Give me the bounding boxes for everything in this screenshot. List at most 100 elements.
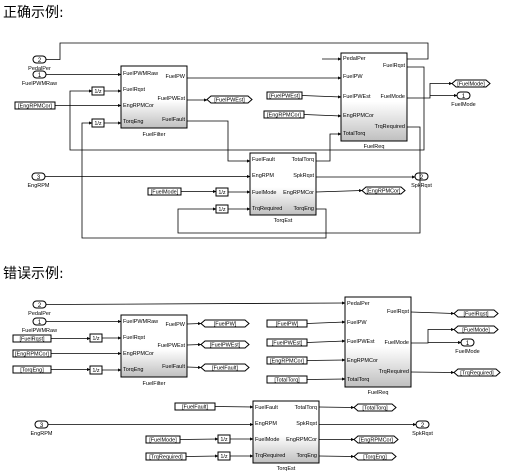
unit-delay-trq-required-wrong[interactable]: 1/z xyxy=(217,451,231,461)
inport-fuel-pwm-raw-wrong[interactable]: 1 FuelPWMRaw xyxy=(22,317,57,334)
svg-text:1/z: 1/z xyxy=(94,121,102,127)
unit-delay-trq-required[interactable]: 1/z xyxy=(215,204,229,214)
fuel-req-block-wrong[interactable]: PedalPer FuelPW FuelPWEst EngRPMCor Tota… xyxy=(344,296,412,396)
from-tag-fuel-pw-est-wrong[interactable]: [FuelPWEst] xyxy=(266,338,308,347)
svg-text:[FuelMode]: [FuelMode] xyxy=(462,328,490,334)
from-tag-fuel-fault-wrong[interactable]: [FuelFault] xyxy=(174,402,216,411)
svg-text:TorqEng: TorqEng xyxy=(294,206,315,212)
svg-text:[FuelRqst]: [FuelRqst] xyxy=(463,312,489,318)
svg-text:FuelFault: FuelFault xyxy=(252,157,275,163)
svg-text:2: 2 xyxy=(421,423,425,429)
unit-delay-fuel-rqst-wrong[interactable]: 1/z xyxy=(89,333,103,343)
outport-spk-rqst[interactable]: 2 SpkRqst xyxy=(411,172,432,189)
svg-text:[FuelPWEst]: [FuelPWEst] xyxy=(214,98,245,104)
goto-tag-eng-rpm-cor[interactable]: [EngRPMCor] xyxy=(361,186,406,195)
unit-delay-fuel-mode[interactable]: 1/z xyxy=(215,187,229,197)
svg-text:[FuelPWEst]: [FuelPWEst] xyxy=(272,341,303,347)
goto-tag-fuel-rqst-wrong[interactable]: [FuelRqst] xyxy=(453,309,499,318)
torq-est-block-wrong[interactable]: FuelFault EngRPM FuelMode TrqRequired To… xyxy=(252,400,320,472)
from-tag-fuel-mode-wrong[interactable]: [FuelMode] xyxy=(145,435,181,444)
inport-eng-rpm-wrong[interactable]: 3 EngRPM xyxy=(30,420,53,437)
heading-wrong-example: 错误示例: xyxy=(3,266,64,282)
svg-text:TorqEst: TorqEst xyxy=(277,466,296,472)
from-tag-fuel-pw-est[interactable]: [FuelPWEst] xyxy=(266,91,303,100)
fuel-filter-block[interactable]: FuelPWMRaw FuelRqst EngRPMCor TorqEng Fu… xyxy=(120,65,188,138)
svg-text:[FuelMode]: [FuelMode] xyxy=(149,438,177,444)
svg-text:FuelRqst: FuelRqst xyxy=(387,309,409,315)
from-tag-eng-rpm-cor-2[interactable]: [EngRPMCor] xyxy=(263,110,305,119)
from-tag-torq-eng-wrong[interactable]: [TorqEng] xyxy=(12,365,52,374)
svg-text:FuelPWMRaw: FuelPWMRaw xyxy=(22,328,57,334)
goto-tag-fuel-pw-est-wrong[interactable]: [FuelPWEst] xyxy=(200,340,250,349)
svg-text:TorqEst: TorqEst xyxy=(274,218,293,224)
svg-text:EngRPMCor: EngRPMCor xyxy=(123,351,154,357)
svg-text:FuelFault: FuelFault xyxy=(162,364,185,370)
svg-text:FuelPWMRaw: FuelPWMRaw xyxy=(123,71,158,77)
from-tag-total-torq-wrong[interactable]: [TotalTorq] xyxy=(266,375,308,384)
svg-text:[EngRPMCor]: [EngRPMCor] xyxy=(18,104,52,110)
inport-fuel-pwm-raw[interactable]: 1 FuelPWMRaw xyxy=(22,70,57,87)
goto-tag-fuel-mode[interactable]: [FuelMode] xyxy=(451,79,491,88)
svg-text:FuelPW: FuelPW xyxy=(165,74,185,80)
svg-text:EngRPMCor: EngRPMCor xyxy=(343,113,374,119)
svg-text:FuelRqst: FuelRqst xyxy=(123,335,145,341)
from-tag-eng-rpm-cor-2-wrong[interactable]: [EngRPMCor] xyxy=(266,356,308,365)
svg-text:FuelPW: FuelPW xyxy=(165,322,185,328)
svg-text:[FuelMode]: [FuelMode] xyxy=(151,190,179,196)
svg-text:PedalPer: PedalPer xyxy=(347,301,370,307)
svg-text:FuelMode: FuelMode xyxy=(385,340,409,346)
goto-tag-fuel-mode-wrong[interactable]: [FuelMode] xyxy=(453,325,499,334)
goto-tag-fuel-pw-wrong[interactable]: [FuelPW] xyxy=(200,319,250,328)
svg-text:1/z: 1/z xyxy=(94,89,102,95)
wrong-diagram: 2 PedalPer 1 FuelPWMRaw [FuelRqst] [EngR… xyxy=(12,296,501,472)
unit-delay-fuel-mode-wrong[interactable]: 1/z xyxy=(217,434,231,444)
svg-text:TotalTorq: TotalTorq xyxy=(347,377,369,383)
fuel-req-block[interactable]: PedalPer FuelPW FuelPWEst EngRPMCor Tota… xyxy=(340,52,408,150)
from-tag-fuel-pw-wrong[interactable]: [FuelPW] xyxy=(266,319,308,328)
svg-text:TotalTorq: TotalTorq xyxy=(292,157,314,163)
goto-tag-trq-required-wrong[interactable]: [TrqRequired] xyxy=(453,368,501,377)
inport-pedal-per[interactable]: 2 PedalPer xyxy=(28,55,51,72)
svg-text:EngRPM: EngRPM xyxy=(30,431,52,437)
outport-fuel-mode[interactable]: 1 FuelMode xyxy=(451,91,476,108)
unit-delay-torq-eng[interactable]: 1/z xyxy=(91,118,105,128)
inport-pedal-per-wrong[interactable]: 2 PedalPer xyxy=(28,300,51,317)
fuel-filter-block-wrong[interactable]: FuelPWMRaw FuelRqst EngRPMCor TorqEng Fu… xyxy=(120,314,188,387)
svg-text:PedalPer: PedalPer xyxy=(343,56,366,62)
svg-text:FuelRqst: FuelRqst xyxy=(123,87,145,93)
outport-spk-rqst-wrong[interactable]: 2 SpkRqst xyxy=(412,420,433,437)
goto-tag-torq-eng-wrong[interactable]: [TorqEng] xyxy=(353,452,397,461)
torq-est-block[interactable]: FuelFault EngRPM FuelMode TrqRequired To… xyxy=(249,152,317,224)
svg-text:1: 1 xyxy=(466,341,470,347)
svg-text:FuelFilter: FuelFilter xyxy=(143,132,166,138)
from-tag-fuel-mode[interactable]: [FuelMode] xyxy=(147,187,182,196)
svg-text:[FuelPWEst]: [FuelPWEst] xyxy=(210,343,241,349)
svg-text:EngRPM: EngRPM xyxy=(27,183,49,189)
svg-text:TrqRequired: TrqRequired xyxy=(255,453,285,459)
svg-text:FuelPWEst: FuelPWEst xyxy=(157,343,185,349)
svg-text:EngRPMCor: EngRPMCor xyxy=(286,437,317,443)
from-tag-eng-rpm-cor[interactable]: [EngRPMCor] xyxy=(14,101,56,110)
goto-tag-eng-rpm-cor-wrong[interactable]: [EngRPMCor] xyxy=(353,435,399,444)
svg-text:EngRPMCor: EngRPMCor xyxy=(283,190,314,196)
svg-text:FuelPWMRaw: FuelPWMRaw xyxy=(22,81,57,87)
goto-tag-fuel-pw-est[interactable]: [FuelPWEst] xyxy=(206,95,253,104)
svg-text:TrqRequired: TrqRequired xyxy=(252,206,282,212)
from-tag-eng-rpm-cor-wrong[interactable]: [EngRPMCor] xyxy=(12,349,52,358)
svg-text:[EngRPMCor]: [EngRPMCor] xyxy=(367,189,401,195)
from-tag-fuel-rqst-wrong[interactable]: [FuelRqst] xyxy=(12,334,52,343)
svg-text:[FuelPW]: [FuelPW] xyxy=(276,322,299,328)
goto-tag-total-torq-wrong[interactable]: [TotalTorq] xyxy=(353,403,397,412)
from-tag-trq-required-wrong[interactable]: [TrqRequired] xyxy=(145,452,187,461)
svg-text:FuelPW: FuelPW xyxy=(347,320,367,326)
svg-text:PedalPer: PedalPer xyxy=(28,66,51,72)
svg-text:FuelReq: FuelReq xyxy=(368,390,389,396)
svg-text:TrqRequired: TrqRequired xyxy=(375,124,405,130)
goto-tag-fuel-fault-wrong[interactable]: [FuelFault] xyxy=(200,363,250,372)
inport-eng-rpm[interactable]: 3 EngRPM xyxy=(27,172,50,189)
outport-fuel-mode-wrong[interactable]: 1 FuelMode xyxy=(455,338,480,355)
unit-delay-torq-eng-wrong[interactable]: 1/z xyxy=(89,365,103,375)
svg-text:[EngRPMCor]: [EngRPMCor] xyxy=(359,438,393,444)
svg-text:[TotalTorq]: [TotalTorq] xyxy=(274,378,300,384)
unit-delay-fuel-rqst[interactable]: 1/z xyxy=(91,86,105,96)
